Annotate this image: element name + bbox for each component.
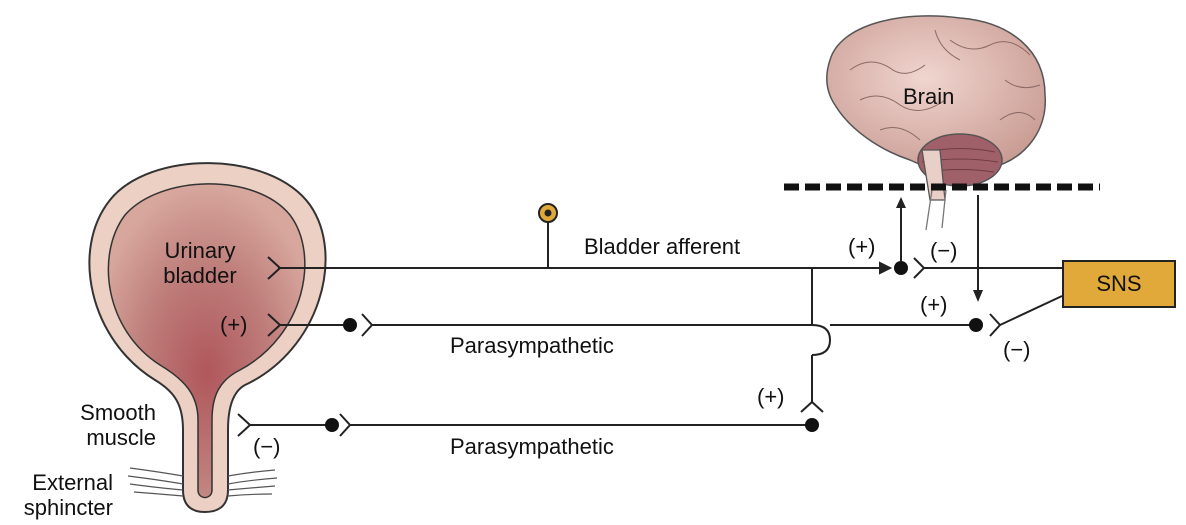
spinal-neuron-dot-upper <box>969 318 983 332</box>
brain-label: Brain <box>903 84 955 109</box>
sns-box: SNS <box>1062 260 1176 308</box>
preganglionic-synapse-dot-upper <box>343 318 357 332</box>
bladder-afferent-label: Bladder afferent <box>584 234 741 259</box>
sns-inhibition-sign: (−) <box>1003 337 1031 362</box>
junction-excitation-sign: (+) <box>757 384 785 409</box>
bladder-excitation-sign: (+) <box>220 312 248 337</box>
sns-label: SNS <box>1096 271 1142 296</box>
bladder-lumen <box>107 183 306 499</box>
parasympathetic-pathway-lower <box>237 413 810 437</box>
urinary-bladder-label: Urinary bladder <box>163 238 237 289</box>
bladder-afferent-pathway <box>267 256 893 280</box>
afferent-inhibition-sign: (−) <box>930 238 958 263</box>
urethra-inhibition-sign: (−) <box>253 434 281 459</box>
smooth-muscle-label: Smooth muscle <box>80 400 156 451</box>
parasympathetic-upper-label: Parasympathetic <box>450 333 614 358</box>
spinal-cord <box>925 189 947 231</box>
external-sphincter-label: External sphincter <box>23 470 113 521</box>
preganglionic-synapse-dot-lower <box>325 418 339 432</box>
preganglionic-excitation-sign: (+) <box>920 292 948 317</box>
external-sphincter-striations <box>127 467 278 497</box>
brain-shape <box>825 15 1046 172</box>
parasympathetic-pathway-upper <box>267 313 976 356</box>
spinal-neuron-dot-lower <box>805 418 819 432</box>
afferent-synapse-dot <box>894 261 908 275</box>
parasympathetic-lower-label: Parasympathetic <box>450 434 614 459</box>
afferent-excitation-sign: (+) <box>848 234 876 259</box>
brain-gyri <box>849 29 1041 141</box>
